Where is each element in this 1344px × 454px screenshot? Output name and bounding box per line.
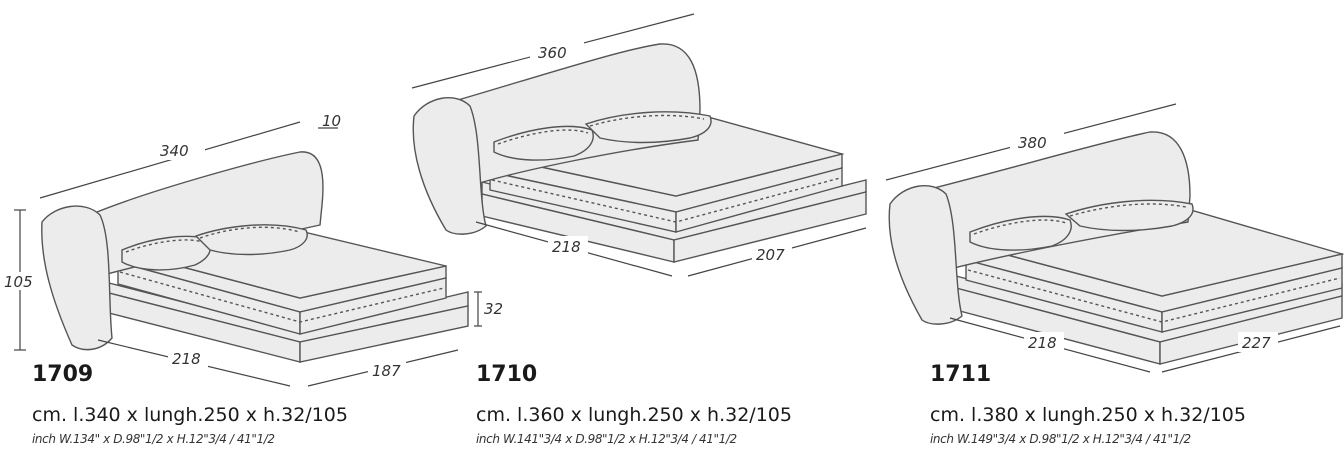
bed-1710-base-side <box>673 191 867 263</box>
bed-1709-cm-dimensions: cm. l.340 x lungh.250 x h.32/105 <box>32 404 348 426</box>
bed-1711-drawing: 380 218 227 <box>885 103 1344 373</box>
bed-1709-pillow-2 <box>194 224 308 256</box>
bed-1711-mattress-side <box>1161 267 1343 333</box>
bed-1710-code: 1710 <box>476 362 538 387</box>
bed-1711-pillow-2 <box>1064 199 1194 232</box>
bed-1711-pillow-1 <box>969 215 1072 251</box>
bed-1710-length-b-bg <box>752 244 792 264</box>
bed-1710-pillow-2-stitch <box>589 114 705 127</box>
bed-1710-length-a-bg <box>548 236 588 256</box>
bed-1709-height-label: 105 <box>4 273 33 291</box>
bed-1710-pillow-1-stitch <box>497 129 589 145</box>
bed-1711-inch-dimensions: inch W.149"3/4 x D.98"1/2 x H.12"3/4 / 4… <box>930 432 1191 446</box>
bed-1709-pillow-1 <box>121 235 212 271</box>
bed-1710-length-b-label: 207 <box>756 246 785 264</box>
bed-1709-width-bg <box>150 138 205 160</box>
bed-1711-length-a-bg <box>1024 332 1064 352</box>
bed-1711-pillow-1-stitch <box>973 219 1067 235</box>
bed-1709-length-b-label: 187 <box>372 362 401 380</box>
bed-1709-length-a-bg <box>168 348 208 368</box>
bed-1710-width-bg <box>530 40 584 62</box>
bed-1711-length-b-bg <box>1238 332 1278 352</box>
bed-1709-mattress-stitch <box>119 271 445 323</box>
bed-1709-base-label: 32 <box>484 300 503 318</box>
bed-1709-base-side <box>299 305 469 363</box>
bed-1711-width-label: 380 <box>1018 134 1047 152</box>
bed-1709-length-b-bg <box>368 360 406 380</box>
bed-1710-side-panel <box>412 97 487 235</box>
bed-1710-width-label: 360 <box>538 44 567 62</box>
bed-1711-mattress-stitch <box>967 269 1341 323</box>
bed-1711-width-bg <box>1010 130 1064 152</box>
bed-1710-pillow-2 <box>584 111 712 144</box>
bed-1711-pillow-2-stitch <box>1069 203 1187 217</box>
bed-1710-mattress-stitch <box>491 177 841 223</box>
bed-1709-side-panel <box>41 205 113 351</box>
bed-1709-pillow-2-stitch <box>199 226 301 239</box>
bed-1709-code: 1709 <box>32 362 94 387</box>
bed-1711-code: 1711 <box>930 362 992 387</box>
bed-1710-length-a-label: 218 <box>552 238 581 256</box>
bed-1709-length-a-label: 218 <box>172 350 201 368</box>
bed-1709-inch-dimensions: inch W.134" x D.98"1/2 x H.12"3/4 / 41"1… <box>32 432 275 446</box>
bed-1711-side-panel <box>888 185 963 325</box>
bed-1709-width-label: 340 <box>160 142 189 160</box>
bed-1709-pillow-1-stitch <box>125 239 207 253</box>
bed-1709-mattress-side <box>299 277 447 335</box>
bed-1710-pillow-1 <box>493 125 594 161</box>
bed-1709-thickness-label: 10 <box>322 112 341 130</box>
bed-1709-drawing: 340 10 105 32 218 187 <box>4 112 503 387</box>
bed-1709-height-bg <box>4 272 36 290</box>
bed-1710-drawing: 360 218 207 <box>411 13 867 277</box>
bed-1710-inch-dimensions: inch W.141"3/4 x D.98"1/2 x H.12"3/4 / 4… <box>476 432 737 446</box>
bed-1711-base-side <box>1159 295 1343 365</box>
bed-1711-cm-dimensions: cm. l.380 x lungh.250 x h.32/105 <box>930 404 1246 426</box>
bed-1710-cm-dimensions: cm. l.360 x lungh.250 x h.32/105 <box>476 404 792 426</box>
bed-1710-mattress-side <box>675 167 843 233</box>
bed-1711-length-b-label: 227 <box>1242 334 1271 352</box>
bed-1711-length-a-label: 218 <box>1028 334 1057 352</box>
